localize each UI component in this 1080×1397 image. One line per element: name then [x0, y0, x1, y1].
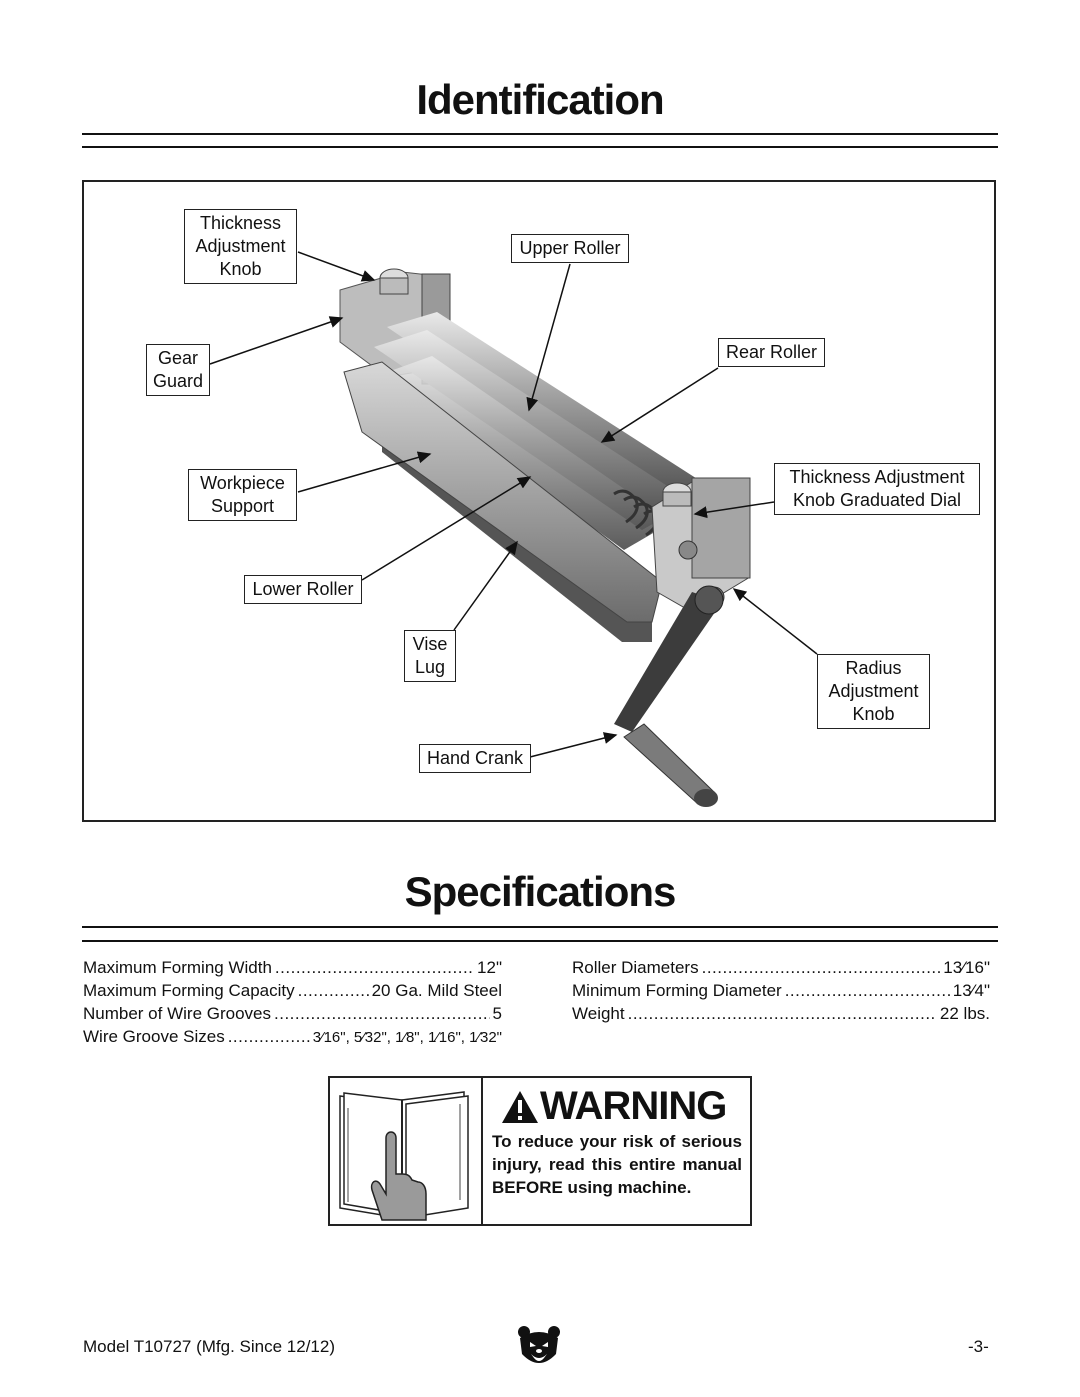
label-radius-adjustment-knob: Radius Adjustment Knob — [817, 654, 930, 729]
spec-row: Maximum Forming Width 12" — [83, 958, 502, 981]
label-thickness-adjustment-knob: Thickness Adjustment Knob — [184, 209, 297, 284]
spec-name: Minimum Forming Diameter — [572, 981, 782, 1000]
title-rule-bottom — [82, 146, 998, 148]
spec-rule-top — [82, 926, 998, 928]
spec-name: Roller Diameters — [572, 958, 699, 977]
warning-divider — [481, 1078, 483, 1224]
identification-figure: Thickness Adjustment Knob Upper Roller G… — [82, 180, 996, 822]
spec-value: 22 lbs. — [939, 1004, 990, 1023]
slip-roll-machine-illustration — [209, 251, 818, 807]
label-workpiece-support: Workpiece Support — [188, 469, 297, 521]
warning-heading-text: WARNING — [540, 1084, 727, 1128]
warning-box: WARNING To reduce your risk of serious i… — [328, 1076, 752, 1226]
bear-logo-icon — [518, 1326, 560, 1363]
spec-row: Maximum Forming Capacity 20 Ga. Mild Stee… — [83, 981, 502, 1004]
spec-row: Wire Groove Sizes 3⁄16", 5⁄32", 1⁄8", 1⁄1… — [83, 1027, 502, 1050]
label-knob-graduated-dial: Thickness Adjustment Knob Graduated Dial — [774, 463, 980, 515]
spec-row: Weight 22 lbs. — [572, 1004, 990, 1027]
spec-value: 13⁄4" — [952, 981, 990, 1000]
warning-heading: WARNING — [500, 1084, 727, 1129]
spec-name: Maximum Forming Capacity — [83, 981, 295, 1000]
warning-triangle-icon — [502, 1090, 538, 1123]
title-rule-top — [82, 133, 998, 135]
spec-value: 20 Ga. Mild Steel — [371, 981, 502, 1000]
label-upper-roller: Upper Roller — [511, 234, 629, 263]
label-hand-crank: Hand Crank — [419, 744, 531, 773]
spec-name: Number of Wire Grooves — [83, 1004, 271, 1023]
spec-name: Wire Groove Sizes — [83, 1027, 225, 1046]
specifications-title: Specifications — [404, 868, 677, 915]
spec-value: 3⁄16", 5⁄32", 1⁄8", 1⁄16", 1⁄32" — [312, 1029, 502, 1046]
spec-value: 13⁄16" — [943, 958, 990, 977]
spec-row: Minimum Forming Diameter 13⁄4" — [572, 981, 990, 1004]
label-vise-lug: Vise Lug — [404, 630, 456, 682]
spec-name: Weight — [572, 1004, 625, 1023]
spec-value: 12" — [477, 958, 502, 977]
spec-value: 5 — [492, 1004, 502, 1023]
warning-text: To reduce your risk of serious injury, r… — [492, 1132, 742, 1197]
label-gear-guard: Gear Guard — [146, 344, 210, 396]
footer-model: Model T10727 (Mfg. Since 12/12) — [83, 1337, 335, 1356]
label-rear-roller: Rear Roller — [718, 338, 825, 367]
spec-rule-bottom — [82, 940, 998, 942]
manual-book-icon — [339, 1091, 469, 1221]
spec-row: Number of Wire Grooves 5 — [83, 1004, 502, 1027]
spec-name: Maximum Forming Width — [83, 958, 272, 977]
footer-page-number: -3- — [968, 1337, 989, 1356]
identification-title: Identification — [416, 76, 664, 123]
spec-row: Roller Diameters 13⁄16" — [572, 958, 990, 981]
label-lower-roller: Lower Roller — [244, 575, 362, 604]
